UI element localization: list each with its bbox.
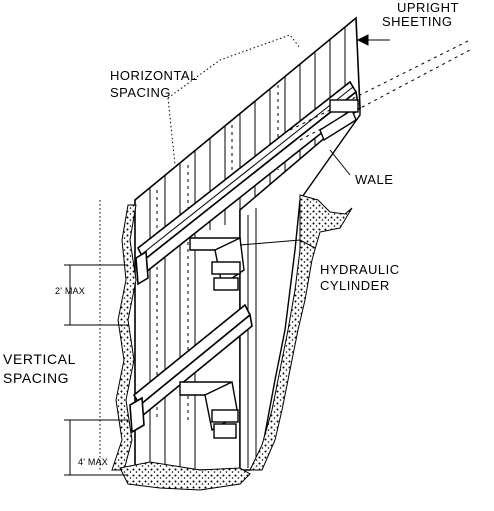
- near-trench-wall: [239, 106, 361, 471]
- upper-hydraulic-cylinders: [189, 99, 359, 291]
- dimension-label-4ft: 4' MAX: [78, 457, 108, 467]
- hydraulic-cylinder-label-line1: HYDRAULIC: [320, 262, 400, 277]
- horizontal-spacing-label-line1: HORIZONTAL: [110, 68, 198, 83]
- vertical-spacing-label-line1: VERTICAL: [3, 351, 77, 367]
- horizontal-spacing-label-line2: SPACING: [110, 85, 172, 100]
- lower-hydraulic-cylinders: [179, 380, 239, 439]
- upright-sheeting-label-line1: UPRIGHT: [397, 0, 459, 15]
- leader-lines: [167, 34, 390, 249]
- upper-wale: [135, 39, 471, 286]
- vertical-spacing-label-line2: SPACING: [3, 370, 70, 386]
- dimension-label-2ft: 2' MAX: [55, 286, 85, 296]
- soil-edges: [111, 194, 353, 491]
- hydraulic-cylinder-label-line2: CYLINDER: [320, 278, 390, 293]
- dimension-lines: [64, 200, 128, 476]
- lower-wale: [129, 303, 253, 434]
- upright-sheeting-label-line2: SHEETING: [382, 14, 453, 29]
- wale-label: WALE: [355, 172, 394, 187]
